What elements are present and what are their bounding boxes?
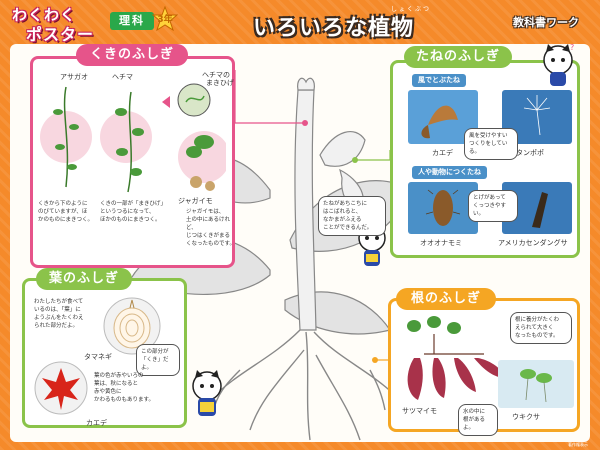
root-bubble1-line3: なったものです。 [515, 333, 559, 339]
mascot-bubble-line4: ことができるんだ。 [323, 225, 373, 231]
hechima-label: ヘチマ [112, 73, 133, 81]
kaede-leaf-photo [34, 361, 88, 415]
title-block: しょくぶつ いろいろな植物 [253, 6, 453, 41]
logo-line2: ポスター [26, 25, 95, 44]
leaf-note2: 葉の色が赤やいろの 葉は、秋になると 赤や黄色に かわるものもあります。 [94, 372, 168, 404]
tamanegi-photo [103, 297, 161, 355]
mascot-center-bubble: たねがあちこちに はこばれると、 なかまがふえる ことができるんだ。 [318, 196, 386, 236]
stem-note3-line3: じつはくきがまる [186, 233, 231, 239]
stem-note2-line2: というつるになって、 [100, 209, 155, 215]
makihige-label-1: ヘチマの [202, 71, 230, 79]
stem-panel-title: くきのふしぎ [76, 44, 188, 66]
logo-line1: わくわく [12, 6, 77, 24]
grade-star-icon: 3年 [151, 5, 179, 32]
tamanegi-label: タマネギ [84, 353, 112, 361]
leaf-bubble: この部分が 「くき」だよ。 [136, 344, 180, 376]
mascot-cat-top-icon: ? [543, 43, 574, 86]
seed-note2-line2: くっつきやすい。 [473, 203, 507, 217]
leaf-panel-title: 葉のふしぎ [36, 268, 132, 290]
root-bubble2: 水の中に 根があるよ。 [458, 404, 498, 436]
stem-note1-line3: かのものにまきつく。 [38, 217, 94, 223]
leaf-note1: わたしたちが食べて いるのは、「葉」に ようぶんをたくわえ られた部分だよ。 [34, 298, 96, 330]
leaf-note1-line3: ようぶんをたくわえ [34, 315, 84, 321]
root-bubble1: 根に養分がたくわ えられて大きく なったものです。 [510, 312, 572, 344]
root-bubble2-line1: 水の中に [463, 409, 486, 415]
mascot-cat-bottom-icon [192, 370, 222, 416]
stem-note3-line4: くなったものです。 [186, 241, 235, 247]
leaf-note2-line3: 赤や黄色に [94, 389, 122, 395]
stem-note2-line3: ほかのものにまきつく。 [100, 217, 161, 223]
root-panel-title: 根のふしぎ [396, 288, 496, 310]
stem-note1-line1: くきから下のように [38, 201, 88, 207]
page-title: いろいろな植物 [253, 16, 415, 41]
leaf-note1-line1: わたしたちが食べて [34, 299, 84, 305]
seed-sub-animal: 人や動物につくたね [412, 166, 487, 179]
seed-panel-title: たねのふしぎ [404, 46, 512, 68]
mascot-bubble-line1: たねがあちこちに [323, 201, 368, 207]
satsumaimo-photo [407, 316, 506, 400]
subject-badge: 理科 [110, 12, 154, 30]
oonamomi-label: オオオナモミ [420, 239, 462, 247]
seed-note-wind: 風を受けやすい つくりをしている。 [464, 128, 518, 160]
ukikusa-label: ウキクサ [512, 413, 540, 421]
jagaimo-label: ジャガイモ [178, 197, 213, 205]
svg-text:?: ? [570, 43, 574, 52]
seed-note1-line1: 風を受けやすい [469, 133, 508, 139]
leaf-note1-line2: いるのは、「葉」に [34, 307, 81, 313]
root-bubble2-line2: 根があるよ。 [463, 417, 486, 431]
leaf-bubble-line1: この部分が [141, 349, 169, 355]
stem-note3-line2: 土の中にあるけれど、 [186, 217, 231, 231]
leaf-note1-line4: られた部分だよ。 [34, 323, 79, 329]
oonamomi-seed-photo [408, 182, 478, 234]
tanpopo-label: タンポポ [516, 149, 544, 157]
root-bubble1-line1: 根に養分がたくわ [515, 317, 560, 323]
title-ruby: しょくぶつ [391, 6, 432, 13]
american-sendangusa-label: アメリカセンダングサ [498, 239, 568, 247]
asagao-label: アサガオ [60, 73, 88, 81]
kaede-leaf-label: カエデ [86, 419, 107, 427]
ukikusa-photo [498, 360, 574, 408]
seed-sub-wind: 風でとぶたね [412, 74, 466, 87]
stem-note3-line1: ジャガイモは、 [186, 209, 225, 215]
leaf-note2-line1: 葉の色が赤やいろの [94, 373, 144, 379]
workbook-label: 教科書ワーク [513, 16, 579, 29]
seed-note2-line1: とげがあって [473, 195, 506, 201]
mascot-bubble-line3: なかまがふえる [323, 217, 362, 223]
mascot-bubble-line2: はこばれると、 [323, 209, 362, 215]
leaf-note2-line2: 葉は、秋になると [94, 381, 139, 387]
stem-note2-line1: くきの一部が「まきひげ」 [100, 201, 167, 207]
footer-credit: 著作権表示 [568, 442, 588, 447]
seed-note1-line2: つくりをしている。 [469, 141, 508, 155]
leaf-note2-line4: かわるものもあります。 [94, 397, 154, 403]
stem-photos [40, 83, 226, 193]
makihige-label-2: まきひげ [206, 79, 234, 87]
seed-note-animal: とげがあって くっつきやすい。 [468, 190, 518, 222]
grade-label: 3年 [157, 15, 173, 25]
satsumaimo-label: サツマイモ [402, 407, 437, 415]
leaf-bubble-line2: 「くき」だよ。 [141, 357, 169, 371]
stem-note1-line2: のびていますが、ほ [38, 209, 88, 215]
root-bubble1-line2: えられて大きく [515, 325, 554, 331]
logo: わくわく ポスター [8, 4, 108, 44]
kaede-label: カエデ [432, 149, 453, 157]
